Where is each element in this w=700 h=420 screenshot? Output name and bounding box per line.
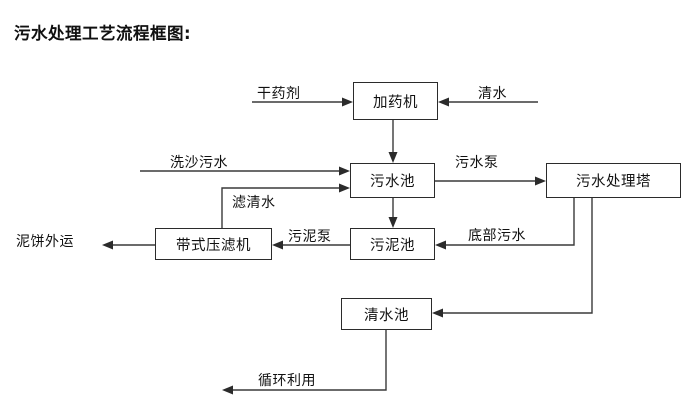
- node-sewage-pool[interactable]: 污水池: [350, 163, 435, 198]
- arrowhead-recycle-use: [222, 385, 233, 395]
- label-sand-washing-sewage: 洗沙污水: [170, 155, 228, 171]
- arrowhead-dosing-to-sewage: [388, 152, 398, 163]
- node-treatment-tower-label: 污水处理塔: [576, 174, 651, 190]
- arrowhead-tower-to-clean-water: [432, 308, 443, 318]
- arrowhead-clean-water-in: [438, 97, 449, 107]
- arrowhead-dry-reagent: [342, 97, 353, 107]
- label-clean-water-in: 清水: [478, 86, 507, 102]
- arrowhead-sewage-pump: [535, 176, 546, 186]
- node-dosing-machine-label: 加药机: [373, 94, 418, 111]
- node-sewage-pool-label: 污水池: [370, 174, 415, 190]
- label-mud-cake-outbound: 泥饼外运: [16, 234, 74, 250]
- label-sludge-pump: 污泥泵: [288, 229, 332, 245]
- node-clean-water-pool-label: 清水池: [364, 307, 409, 324]
- arrowhead-sewage-to-sludge: [388, 217, 398, 228]
- node-belt-filter-press[interactable]: 带式压滤机: [155, 228, 272, 260]
- label-filtered-clear-water: 滤清水: [232, 195, 276, 211]
- wire-bottom-sewage: [441, 198, 575, 246]
- wire-recycle-use: [228, 330, 387, 391]
- arrowhead-filtered-clear-water: [339, 183, 350, 193]
- label-recycle-use: 循环利用: [258, 373, 316, 389]
- page-title: 污水处理工艺流程框图:: [14, 24, 192, 43]
- node-dosing-machine[interactable]: 加药机: [353, 82, 438, 120]
- label-bottom-sewage: 底部污水: [468, 228, 526, 244]
- node-clean-water-pool[interactable]: 清水池: [341, 298, 432, 330]
- label-dry-reagent: 干药剂: [257, 86, 301, 102]
- wire-filtered-clear-water: [221, 187, 344, 228]
- arrowhead-mud-cake-outbound: [102, 240, 113, 250]
- node-sludge-pool-label: 污泥池: [370, 237, 415, 254]
- node-belt-filter-press-label: 带式压滤机: [176, 237, 251, 254]
- wire-tower-to-clean-water: [438, 198, 593, 314]
- label-sewage-pump: 污水泵: [455, 155, 499, 171]
- arrowhead-sand-washing-sewage: [339, 166, 350, 176]
- arrowhead-sludge-pump: [272, 240, 283, 250]
- arrowhead-bottom-sewage: [435, 240, 446, 250]
- node-sludge-pool[interactable]: 污泥池: [350, 228, 435, 260]
- node-treatment-tower[interactable]: 污水处理塔: [546, 163, 681, 198]
